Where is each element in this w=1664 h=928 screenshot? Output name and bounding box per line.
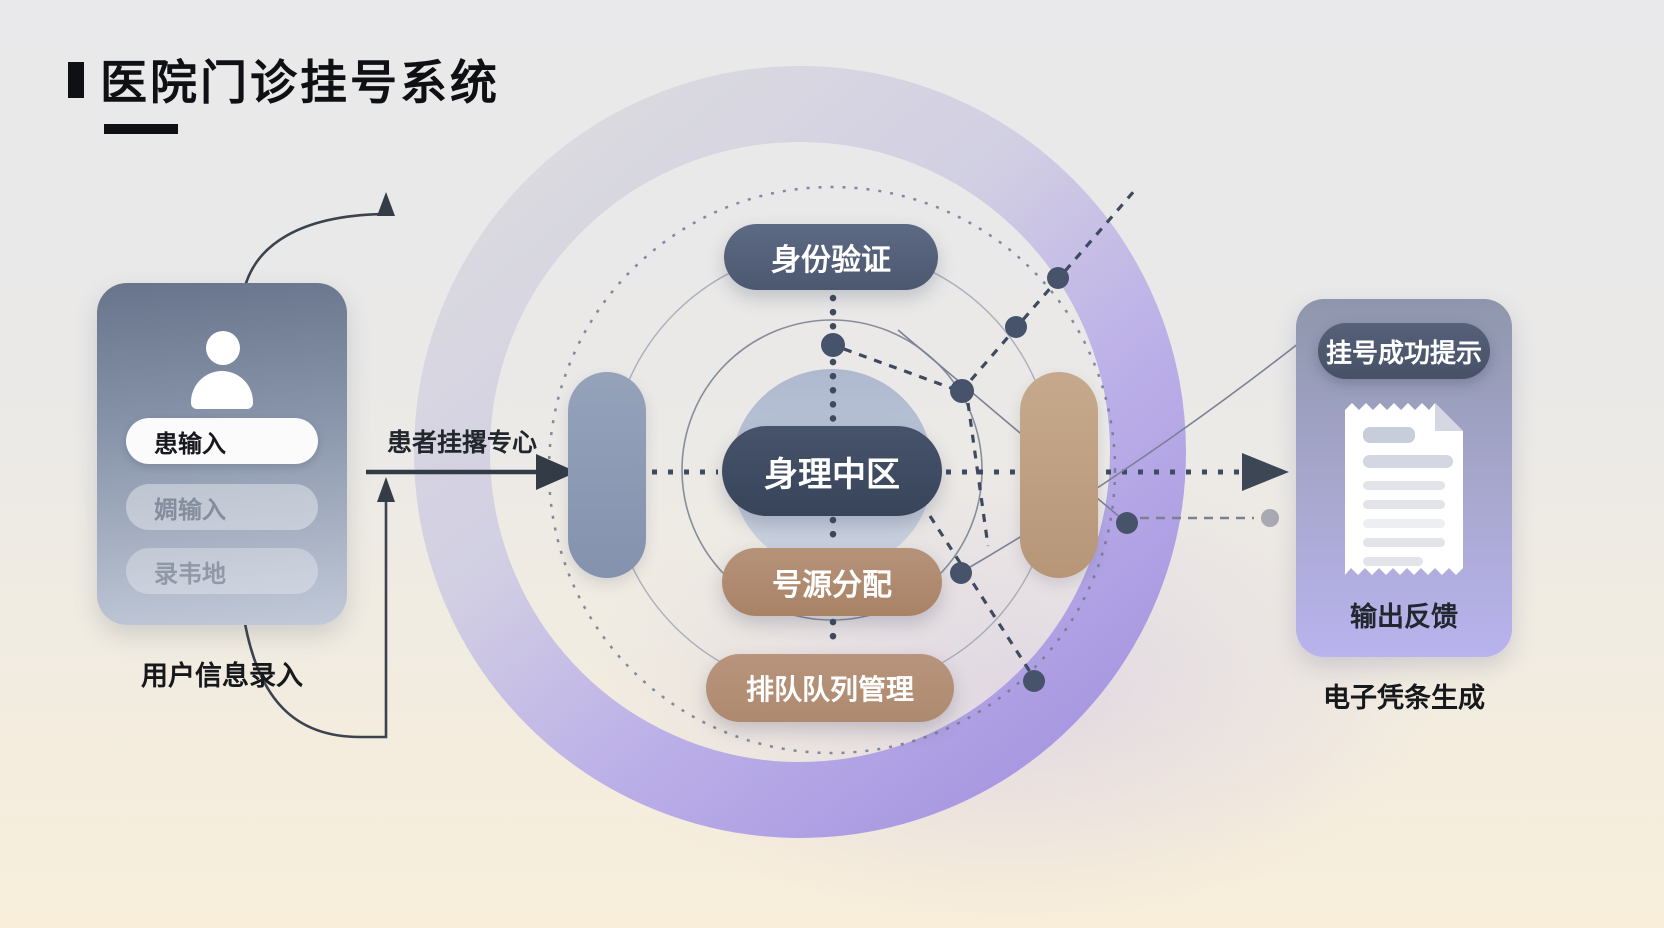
receipt-icon	[1345, 403, 1463, 575]
arrow-up-icon	[377, 477, 395, 502]
input-arrow-label: 患者挂撂专心	[386, 429, 537, 457]
secondary-input-field[interactable]: 婤输入	[126, 484, 318, 530]
input-arrow	[366, 454, 577, 490]
success-badge: 挂号成功提示	[1318, 323, 1490, 379]
title-bullet	[68, 62, 84, 98]
page-title: 医院门诊挂号系统	[100, 56, 500, 109]
output-feedback-label: 输出反馈	[1350, 602, 1458, 632]
folded-corner	[1435, 403, 1463, 431]
feedback-loop-lines	[242, 212, 388, 739]
arrow-right-icon	[536, 454, 577, 490]
arrow-up-icon	[377, 192, 395, 216]
node-processing-center: 身理中区	[722, 426, 942, 516]
user-info-card: 患输入 婤输入 录韦地	[97, 283, 347, 625]
gray-node	[1261, 509, 1279, 527]
network-nodes	[821, 267, 1138, 692]
user-icon	[187, 331, 257, 409]
tertiary-input-field[interactable]: 录韦地	[126, 548, 318, 594]
arrow-right-icon	[1242, 453, 1289, 491]
node-queue-management: 排队队列管理	[706, 654, 954, 722]
right-card-caption: 电子凭条生成	[1323, 683, 1485, 713]
left-module-pill	[568, 372, 646, 578]
output-card: 挂号成功提示 输出反馈	[1296, 299, 1512, 657]
left-card-caption: 用户信息录入	[141, 661, 303, 691]
right-module-pill	[1020, 372, 1098, 578]
node-slot-allocation: 号源分配	[722, 548, 942, 616]
node-identity-verification: 身份验证	[724, 224, 938, 290]
title-underline	[104, 124, 178, 134]
outer-ring	[414, 66, 1186, 838]
patient-input-field[interactable]: 患输入	[126, 418, 318, 464]
dotted-axes	[652, 188, 1254, 679]
